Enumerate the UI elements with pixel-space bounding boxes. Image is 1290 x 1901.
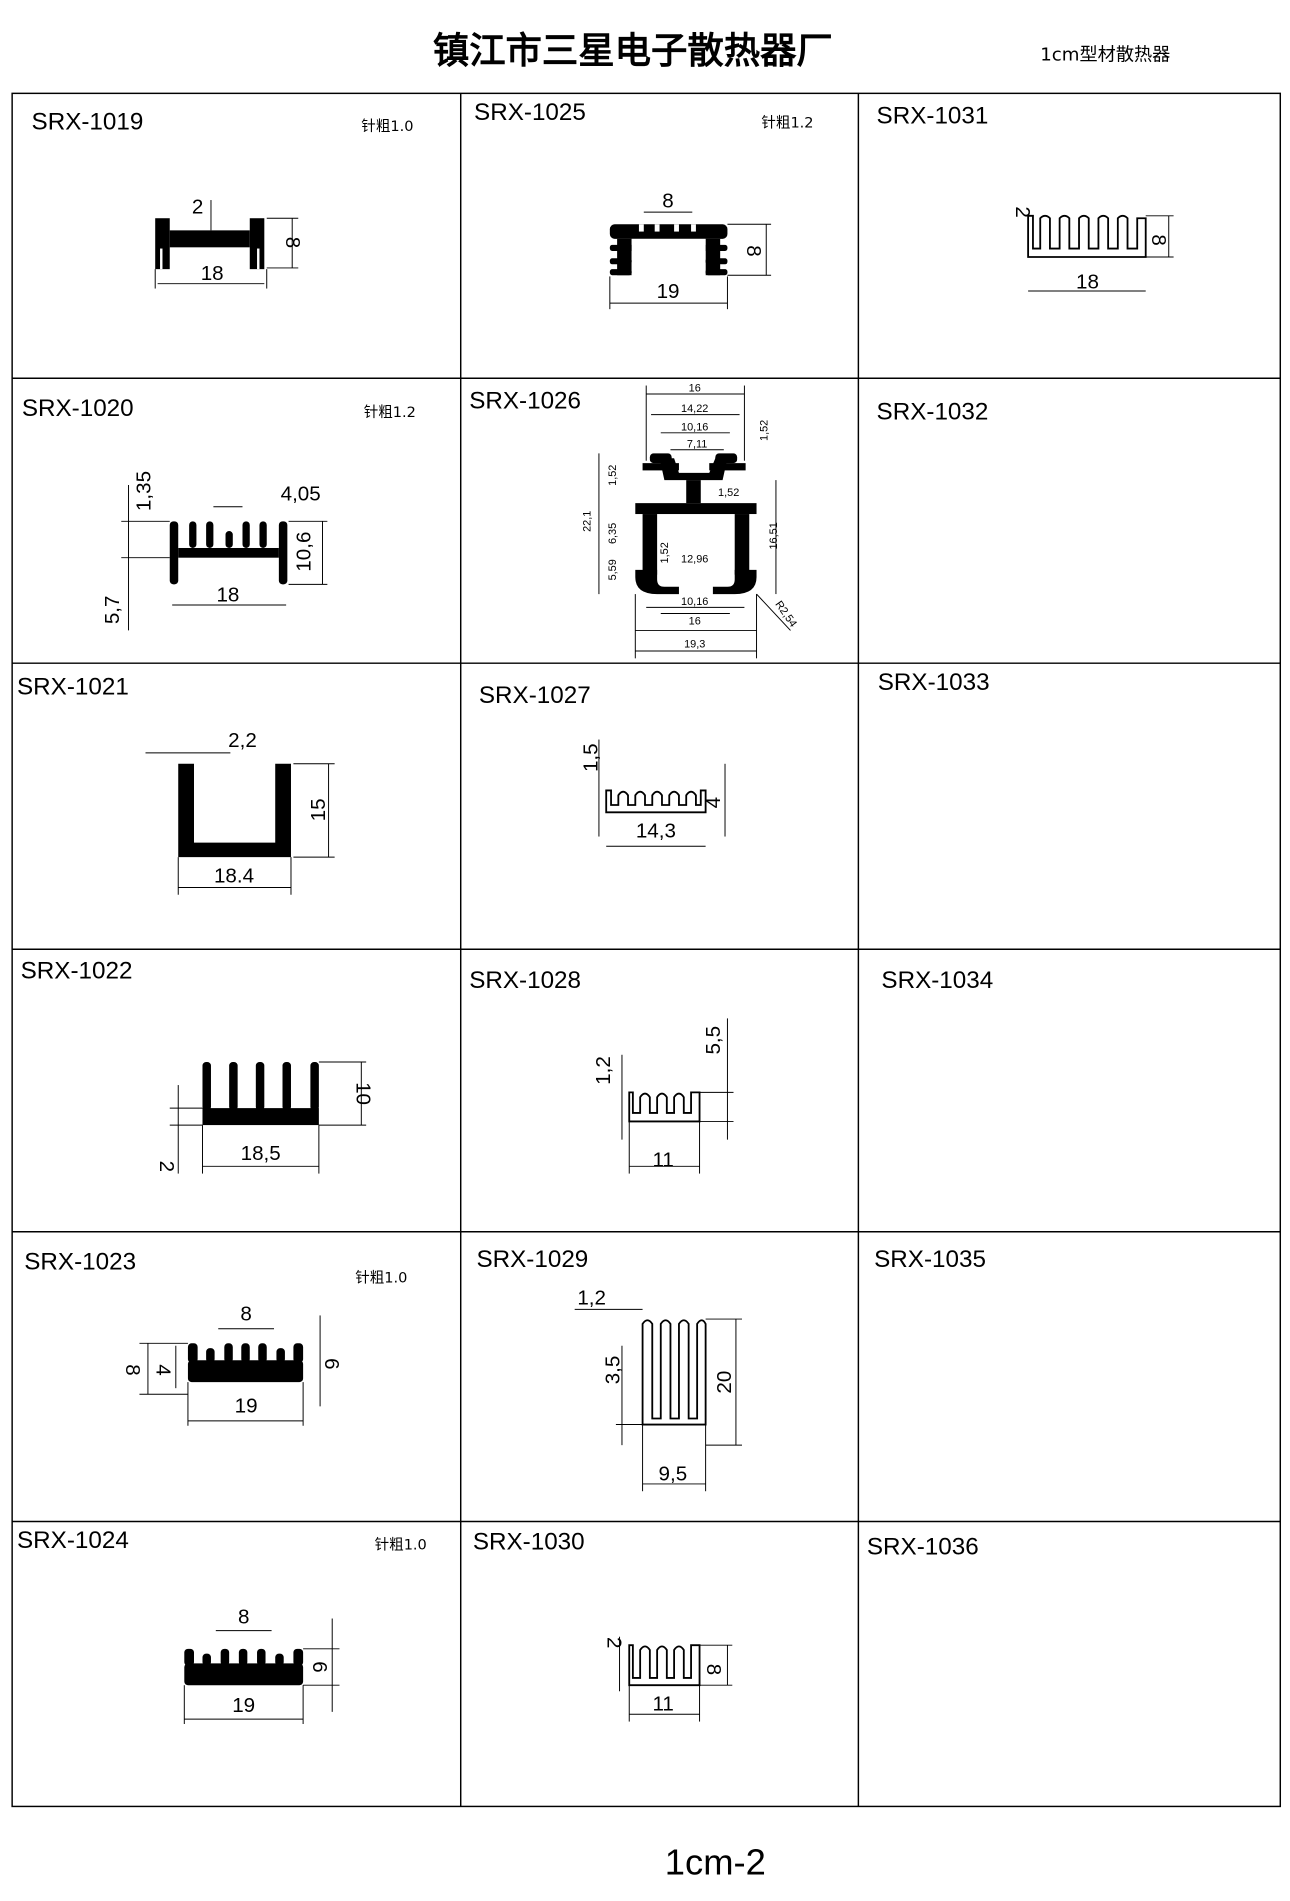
profile-drawing-srx-1021: 2,2 15 18.4 <box>145 729 335 895</box>
dimension-label: 4 <box>702 797 725 808</box>
profile-drawing-srx-1023: 8 8 4 6 19 <box>121 1302 343 1426</box>
dimension-label: 22,1 <box>581 511 593 532</box>
dimension-label: 18,5 <box>241 1142 281 1165</box>
dimension-label: 1,52 <box>758 420 770 441</box>
dimension-label: 8 <box>281 237 304 248</box>
dimension-label: 16,51 <box>768 522 780 549</box>
dimension-label: 19,3 <box>684 638 705 650</box>
model-label: SRX-1025 <box>474 99 586 126</box>
dimension-label: 20 <box>713 1371 736 1394</box>
model-label: SRX-1033 <box>878 669 990 696</box>
dimension-label: 6 <box>308 1661 331 1672</box>
pin-note: 针粗1.2 <box>761 114 813 131</box>
dimension-label: 1,2 <box>592 1056 615 1085</box>
dimension-label: 8 <box>240 1302 251 1325</box>
dimension-label: 10 <box>351 1082 374 1105</box>
profile-drawing-srx-1027: 1,5 4 14,3 <box>580 739 726 847</box>
dimension-label: 8 <box>238 1605 249 1628</box>
model-label: SRX-1024 <box>17 1527 129 1554</box>
dimension-label: 19 <box>235 1394 258 1417</box>
dimension-label: 8 <box>1147 234 1170 245</box>
dimension-label: 6 <box>320 1358 343 1369</box>
dimension-label: 11 <box>652 1693 673 1716</box>
dimension-label: 8 <box>702 1664 725 1675</box>
model-label: SRX-1019 <box>32 109 144 136</box>
dimension-label: 15 <box>307 798 330 821</box>
profile-drawing-srx-1026: 16 14,22 10,16 7,11 1,52 1,52 1,52 22,1 … <box>581 383 799 659</box>
dimension-label: 10,6 <box>292 532 315 572</box>
model-label: SRX-1022 <box>21 957 133 984</box>
dimension-label: 2 <box>1011 206 1034 217</box>
dimension-label: 1,35 <box>132 471 155 511</box>
dimension-label: 10,16 <box>681 421 708 433</box>
model-label: SRX-1028 <box>469 967 581 994</box>
dimension-label: 2,2 <box>228 729 257 752</box>
dimension-label: 4 <box>151 1364 174 1375</box>
dimension-label: 11 <box>652 1148 673 1171</box>
profile-drawing-srx-1024: 8 6 19 <box>183 1605 340 1724</box>
model-label: SRX-1036 <box>867 1533 979 1560</box>
model-label: SRX-1035 <box>874 1246 986 1273</box>
dimension-label: 8 <box>662 189 673 212</box>
model-label: SRX-1027 <box>479 682 591 709</box>
model-label: SRX-1026 <box>469 388 581 415</box>
pin-note: 针粗1.2 <box>364 404 416 421</box>
dimension-label: 7,11 <box>687 438 707 450</box>
dimension-label: 2 <box>155 1161 178 1172</box>
dimension-label: 1,2 <box>577 1287 606 1310</box>
model-label: SRX-1021 <box>17 674 129 701</box>
dimension-label: 19 <box>657 280 680 303</box>
grid <box>11 92 1282 1808</box>
pin-note: 针粗1.0 <box>361 118 413 135</box>
dimension-label: 12,96 <box>681 554 708 566</box>
model-label: SRX-1030 <box>473 1528 585 1555</box>
model-label: SRX-1029 <box>476 1246 588 1273</box>
profile-drawing-srx-1028: 1,2 5,5 11 <box>592 1018 734 1174</box>
page-subtitle: 1cm型材散热器 <box>1040 45 1170 66</box>
profile-drawing-srx-1020: 1,35 4,05 10,6 18 5,7 <box>101 471 328 631</box>
profile-drawing-srx-1030: 2 8 11 <box>602 1636 733 1722</box>
dimension-label: 10,16 <box>681 596 708 608</box>
dimension-label: 6,35 <box>607 523 619 544</box>
page-number: 1cm-2 <box>665 1841 766 1882</box>
model-label: SRX-1034 <box>881 967 993 994</box>
dimension-label: 5,7 <box>101 595 124 624</box>
profile-drawing-srx-1031: 2 8 18 <box>1011 206 1174 294</box>
pin-note: 针粗1.0 <box>355 1270 407 1287</box>
dimension-label: 14,22 <box>681 403 708 415</box>
model-label: SRX-1031 <box>877 103 989 130</box>
profile-drawing-srx-1019: 2 8 18 <box>154 195 304 289</box>
dimension-label: 9,5 <box>659 1462 688 1485</box>
dimension-label: 18 <box>201 262 224 285</box>
dimension-label: 16 <box>689 615 701 627</box>
dimension-label: 1,52 <box>718 487 739 499</box>
profile-drawing-srx-1029: 1,2 3,5 20 9,5 <box>574 1287 742 1492</box>
pin-note: 针粗1.0 <box>375 1536 427 1553</box>
dimension-label: 18 <box>216 583 239 606</box>
model-label: SRX-1023 <box>24 1248 136 1275</box>
dimension-label: 8 <box>121 1364 144 1375</box>
model-label: SRX-1020 <box>22 395 134 422</box>
page-title: 镇江市三星电子散热器厂 <box>433 29 833 72</box>
model-label: SRX-1032 <box>877 398 989 425</box>
dimension-label: 5,5 <box>702 1026 725 1055</box>
dimension-label: 1,52 <box>607 465 619 486</box>
dimension-label: 19 <box>232 1694 255 1717</box>
dimension-label: 1,5 <box>580 743 603 772</box>
dimension-label: 16 <box>689 383 701 395</box>
profile-drawing-srx-1022: 10 18,5 2 <box>155 1061 374 1174</box>
dimension-label: 5,59 <box>607 559 619 580</box>
dimension-label: 2 <box>602 1637 625 1648</box>
dimension-label: 18 <box>1076 271 1099 294</box>
dimension-label: 2 <box>192 195 203 218</box>
dimension-label: 4,05 <box>281 483 321 506</box>
profile-drawing-srx-1025: 8 8 19 <box>609 189 772 310</box>
dimension-label: 18.4 <box>214 865 254 888</box>
dimension-label: 3,5 <box>602 1356 625 1385</box>
dimension-label: 14,3 <box>636 820 676 843</box>
dimension-label: 1,52 <box>659 542 671 563</box>
dimension-label: 8 <box>742 245 765 256</box>
